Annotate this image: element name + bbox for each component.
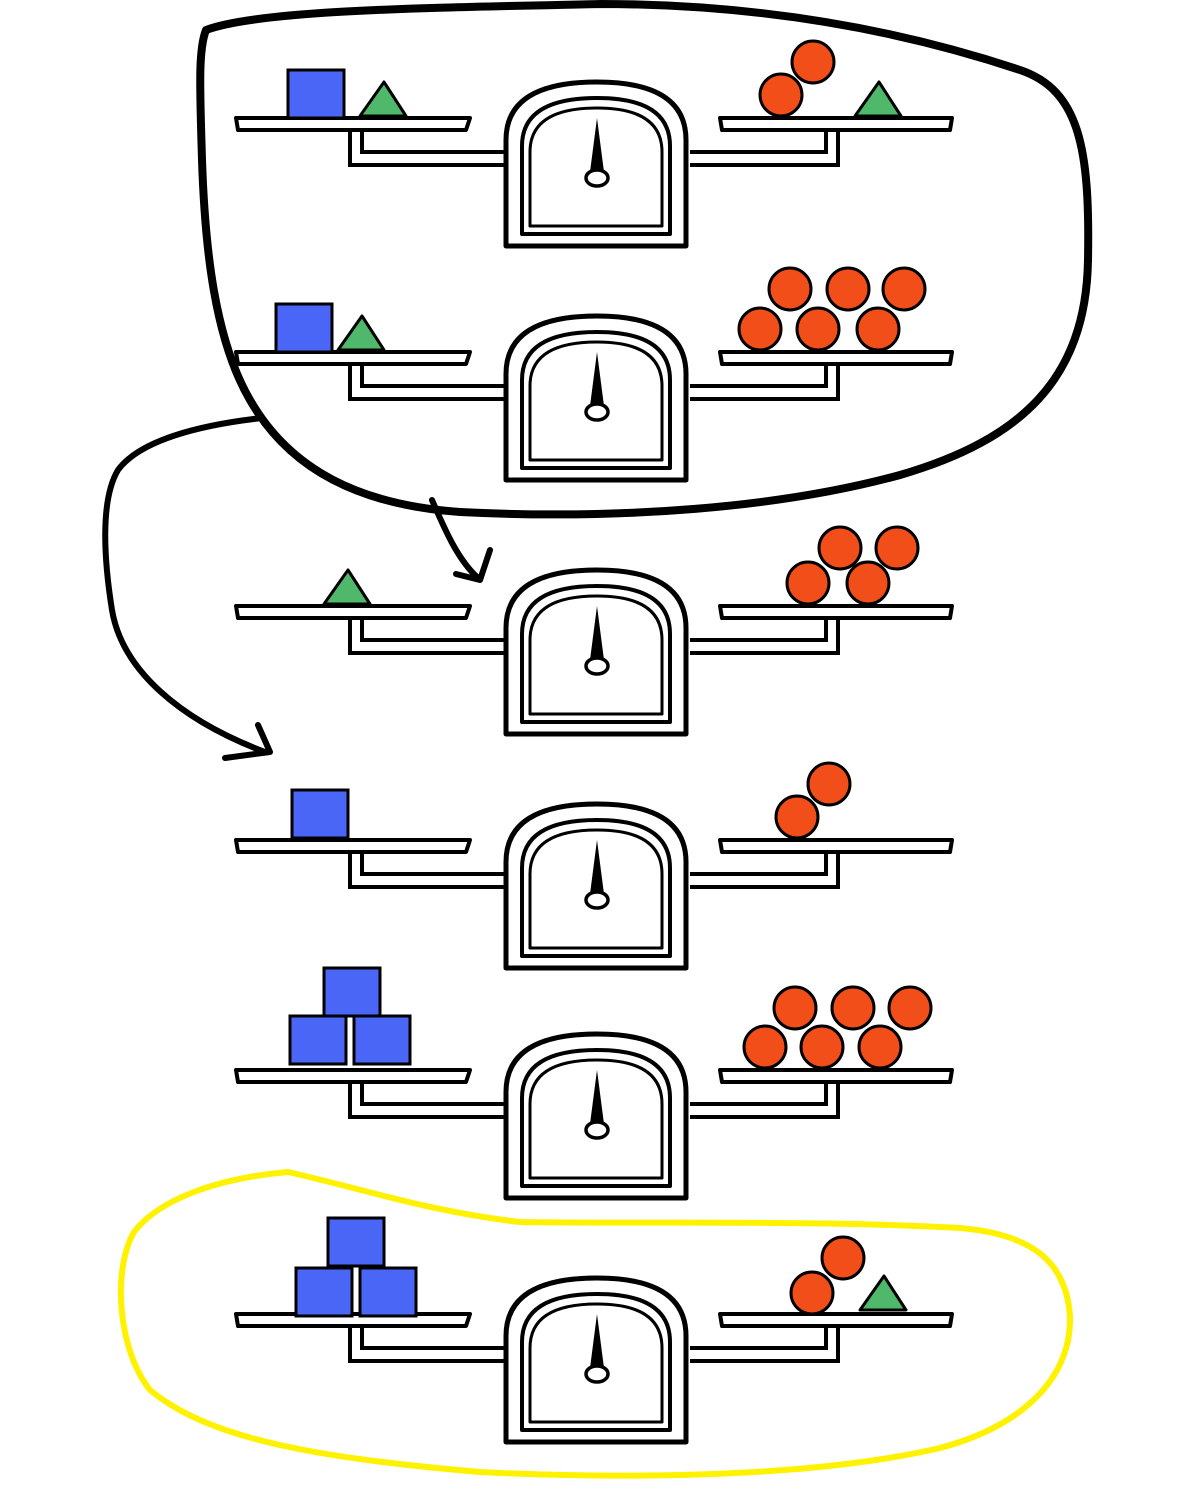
scale-1-left-triangle (358, 80, 408, 118)
scale-5-left-cube (322, 966, 382, 1018)
answer-highlight-loop (117, 1169, 1074, 1479)
scale-2-left-triangle (336, 314, 386, 352)
scale-6-right-orange (789, 1270, 835, 1316)
scale-2-right-orange (825, 266, 871, 312)
scale-5-right-orange (742, 1024, 788, 1070)
arrow-to-scale-3 (429, 497, 493, 583)
scale-1 (236, 39, 952, 246)
scale-2-right-orange (737, 306, 783, 352)
scale-3-right-orange (874, 525, 920, 571)
scale-5-right-orange (799, 1024, 845, 1070)
group-loop-outline (196, 0, 1093, 519)
scale-3-right-orange (785, 560, 831, 606)
scale-2-right-orange (881, 266, 927, 312)
arrow-to-scale-4 (102, 415, 273, 761)
scale-2-right-orange (767, 266, 813, 312)
scale-1-left-cube (286, 68, 346, 120)
scale-6-right-orange (820, 1235, 866, 1281)
scale-6-left-cube (326, 1216, 386, 1268)
scale-3-right-orange (845, 560, 891, 606)
scale-6-left-cube (358, 1266, 418, 1318)
scale-2-right-orange (795, 306, 841, 352)
scale-5-left-cube (352, 1014, 412, 1066)
scale-5-right-orange (830, 985, 876, 1031)
scale-5-right-orange (772, 985, 818, 1031)
scale-5-right-orange (857, 1024, 903, 1070)
scale-6-right-triangle (858, 1274, 908, 1312)
scale-3-left-triangle (322, 568, 372, 606)
scale-1-right-triangle (853, 80, 903, 118)
scale-3 (236, 525, 952, 734)
scale-5-left-cube (288, 1014, 348, 1066)
scale-4-right-orange (806, 761, 852, 807)
scale-4 (236, 761, 952, 968)
scale-3-right-orange (817, 525, 863, 571)
scale-5 (236, 966, 952, 1198)
scale-1-right-orange (758, 72, 804, 118)
scale-6-left-cube (294, 1266, 354, 1318)
scale-5-right-orange (887, 985, 933, 1031)
scale-2-left-cube (274, 302, 334, 354)
scale-6 (236, 1216, 952, 1442)
scale-4-left-cube (290, 788, 350, 840)
scale-4-right-orange (774, 794, 820, 840)
scale-1-right-orange (790, 39, 836, 85)
scale-2 (236, 266, 952, 480)
scale-2-right-orange (855, 306, 901, 352)
